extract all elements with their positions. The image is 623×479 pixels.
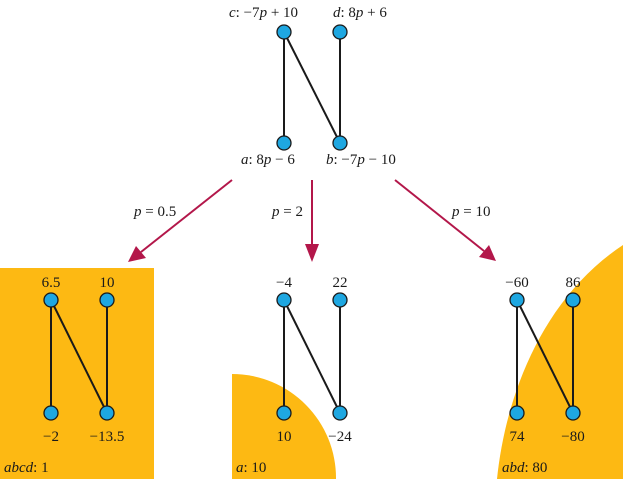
edge-c-b — [283, 299, 341, 414]
node-b — [99, 405, 115, 421]
node-b — [332, 405, 348, 421]
node-a — [43, 405, 59, 421]
node-b — [332, 135, 348, 151]
region-abd — [497, 245, 623, 479]
node-c — [276, 24, 292, 40]
node-c — [276, 292, 292, 308]
value-d: 22 — [333, 275, 348, 291]
panel-result: abcd: 1 — [4, 460, 49, 476]
value-c: −4 — [276, 275, 292, 291]
panel-p-0-5: 6.5 10 −2 −13.5 abcd: 1 — [4, 275, 124, 476]
value-b: −13.5 — [90, 429, 125, 445]
panel-result: abd: 80 — [502, 460, 547, 476]
region-a — [232, 374, 337, 479]
node-d — [99, 292, 115, 308]
node-a — [276, 405, 292, 421]
value-a: −2 — [43, 429, 59, 445]
value-a: 10 — [277, 429, 292, 445]
region-abcd — [0, 268, 154, 479]
arrow-p-2: p = 2 — [271, 180, 319, 262]
value-d: 86 — [566, 275, 582, 291]
panel-result: a: 10 — [236, 460, 266, 476]
node-d — [565, 292, 581, 308]
panel-p-2: −4 22 10 −24 a: 10 — [236, 275, 352, 476]
edge-c-b — [516, 299, 574, 414]
label-b: b: −7p − 10 — [326, 152, 396, 168]
top-graph: c: −7p + 10 d: 8p + 6 a: 8p − 6 b: −7p −… — [229, 5, 396, 168]
value-b: −24 — [328, 429, 352, 445]
node-d — [332, 292, 348, 308]
arrow-label: p = 0.5 — [133, 204, 176, 220]
node-a — [276, 135, 292, 151]
node-c — [509, 292, 525, 308]
node-d — [332, 24, 348, 40]
arrow-p-0-5: p = 0.5 — [128, 179, 233, 262]
label-c: c: −7p + 10 — [229, 5, 298, 21]
value-d: 10 — [100, 275, 115, 291]
arrowhead — [128, 246, 146, 262]
value-c: −60 — [505, 275, 528, 291]
arrow-label: p = 2 — [271, 204, 303, 220]
label-a: a: 8p − 6 — [241, 152, 295, 168]
node-b — [565, 405, 581, 421]
arrow-label: p = 10 — [451, 204, 490, 220]
node-a — [509, 405, 525, 421]
label-d: d: 8p + 6 — [333, 5, 387, 21]
panel-p-10: −60 86 74 −80 abd: 80 — [502, 275, 585, 476]
node-c — [43, 292, 59, 308]
value-b: −80 — [561, 429, 584, 445]
arrow-p-10: p = 10 — [394, 179, 496, 261]
value-a: 74 — [510, 429, 526, 445]
value-c: 6.5 — [42, 275, 61, 291]
arrowhead — [479, 245, 496, 261]
edge-c-b — [50, 299, 108, 414]
edge-c-b — [283, 31, 341, 144]
arrowhead — [305, 244, 319, 262]
